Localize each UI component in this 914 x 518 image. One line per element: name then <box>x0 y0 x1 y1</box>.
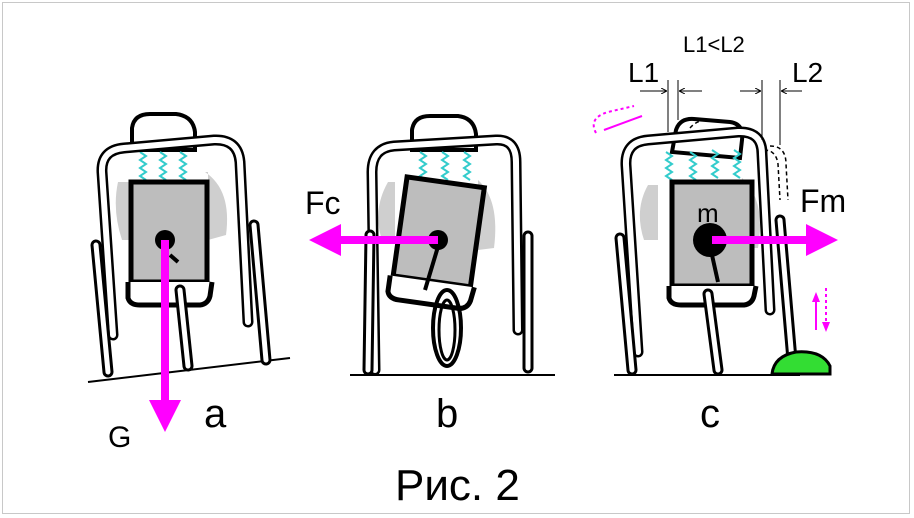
panel-a: G a <box>87 112 291 454</box>
dim-relation-label: L1<L2 <box>683 32 745 57</box>
dim-label-l1: L1 <box>628 57 659 88</box>
mass-label-m: m <box>697 198 719 228</box>
rotation-arrow <box>603 115 643 131</box>
panel-letter-a: a <box>204 392 227 436</box>
force-label-g: G <box>108 421 131 454</box>
panel-letter-c: c <box>700 392 720 436</box>
force-label-fc: Fc <box>305 185 341 221</box>
panel-c: m Fm L1 L2 L1<L2 c <box>592 32 846 436</box>
seat-shape <box>125 281 215 308</box>
ghost-outline <box>689 119 721 129</box>
coil-loop <box>431 288 463 368</box>
spring-set <box>664 149 742 181</box>
mass-m <box>693 223 727 257</box>
lever <box>168 253 180 264</box>
figure-caption: Рис. 2 <box>395 461 520 510</box>
dim-label-l2: L2 <box>792 57 823 88</box>
panel-b: Fc b <box>305 114 555 436</box>
force-label-fm: Fm <box>800 183 846 219</box>
shadow-shape <box>378 182 395 240</box>
shadow-shape <box>205 172 228 240</box>
rotation-arrow <box>592 105 635 134</box>
spring-set <box>138 151 188 181</box>
spring-set <box>418 151 472 181</box>
seat-shape <box>385 275 477 311</box>
shadow-shape <box>115 182 132 240</box>
stopper-pad <box>770 350 832 376</box>
panel-letter-b: b <box>436 392 458 436</box>
shadow-shape <box>639 185 658 240</box>
lever <box>710 254 720 283</box>
